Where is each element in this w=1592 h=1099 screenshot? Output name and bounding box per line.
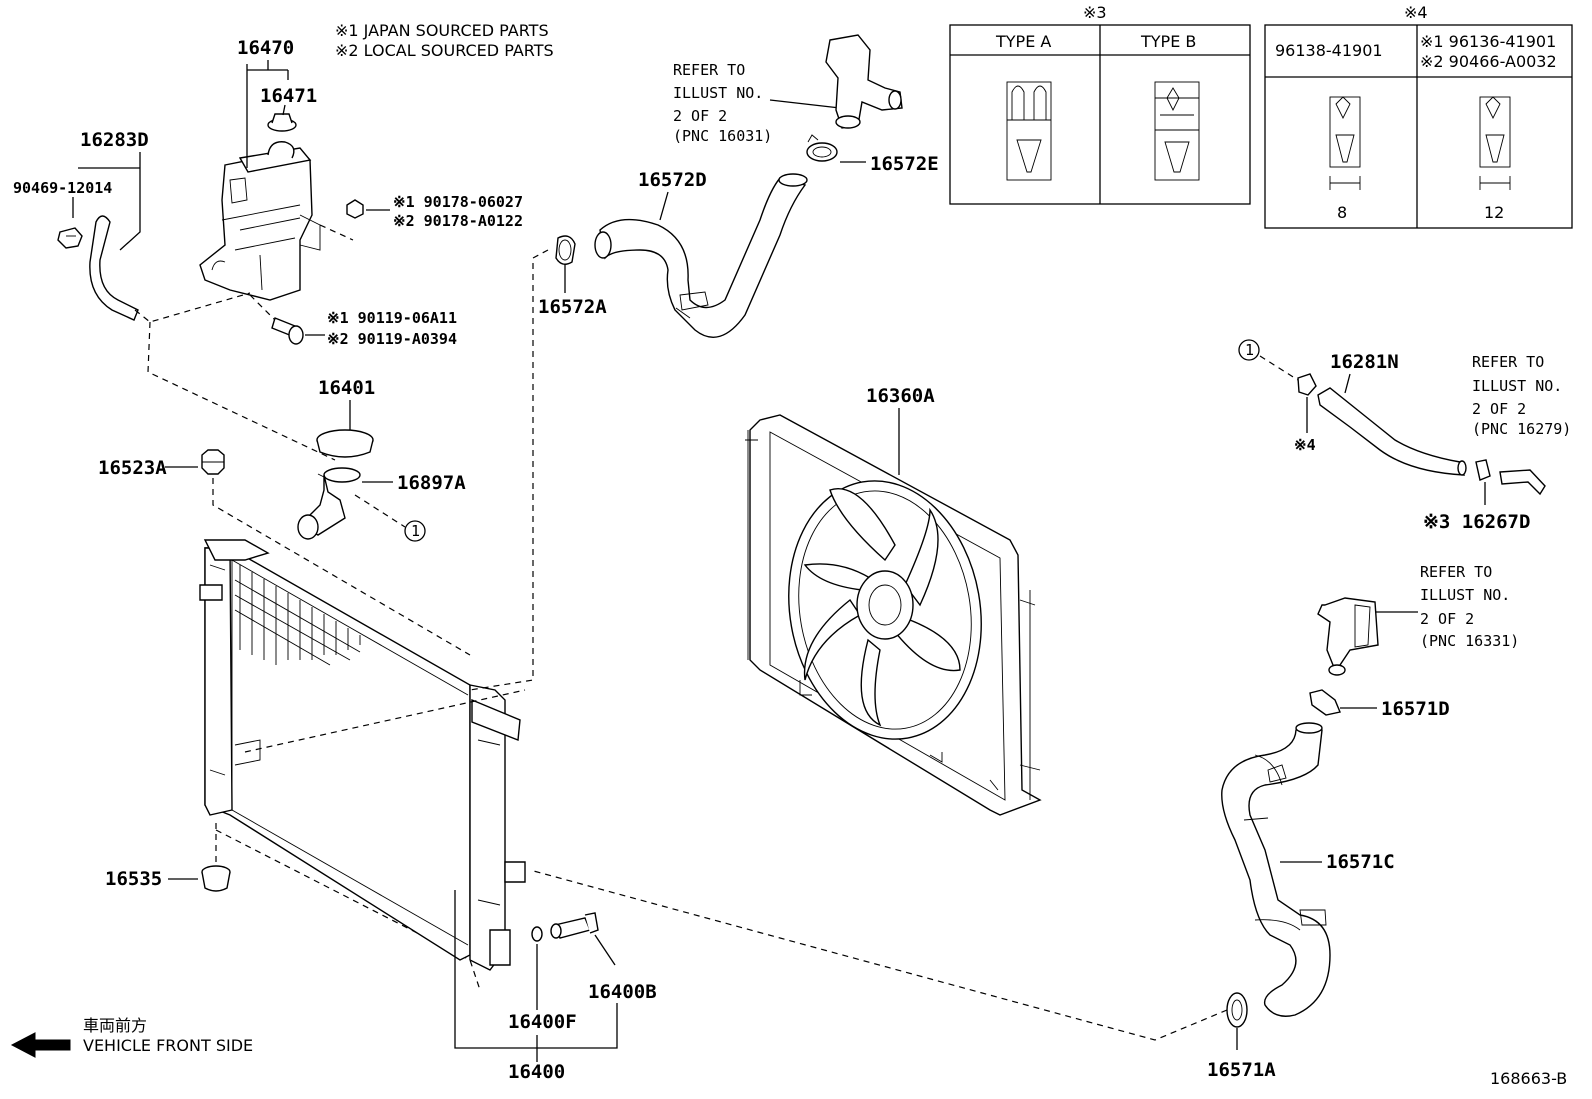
table4-right-part-number-2: ※2 90466-A0032 xyxy=(1420,52,1557,71)
nut-90178[interactable] xyxy=(346,199,364,219)
refer2-line1: REFER TO xyxy=(1472,353,1544,371)
label-90178-jp: ※1 90178-06027 xyxy=(393,193,523,211)
label-16400B: 16400B xyxy=(588,981,657,1003)
circle-ref-1-right xyxy=(1238,339,1260,361)
refer1-line1: REFER TO xyxy=(673,61,745,79)
refer3-line2: ILLUST NO. xyxy=(1420,586,1510,604)
note-japan-sourced: ※1 JAPAN SOURCED PARTS xyxy=(335,21,549,40)
label-16283D: 16283D xyxy=(80,129,149,151)
table4-size-12: 12 xyxy=(1484,203,1504,222)
label-16572A: 16572A xyxy=(538,296,607,318)
table4-size-8: 8 xyxy=(1337,203,1347,222)
hose-clamp-16572E[interactable] xyxy=(806,134,838,162)
clip-90469[interactable] xyxy=(57,227,83,249)
label-16523A: 16523A xyxy=(98,457,167,479)
filler-neck-16897A[interactable] xyxy=(297,467,361,540)
refer3-line1: REFER TO xyxy=(1420,563,1492,581)
label-16400: 16400 xyxy=(508,1061,565,1083)
hose-clamp-16571D[interactable] xyxy=(1309,689,1341,716)
hose-clamp-16572A[interactable] xyxy=(555,235,576,265)
water-outlet-16031[interactable] xyxy=(825,34,903,129)
label-16572D: 16572D xyxy=(638,169,707,191)
diagram-id: 168663-B xyxy=(1490,1069,1567,1088)
label-16470: 16470 xyxy=(237,37,294,59)
circle-ref-1-left xyxy=(404,520,426,542)
clamp-12-drawing xyxy=(1479,96,1511,190)
label-16360A: 16360A xyxy=(866,385,935,407)
pipe-16279[interactable] xyxy=(1499,469,1546,496)
bolt-90119[interactable] xyxy=(271,317,304,345)
type-a-clip-drawing xyxy=(1006,81,1052,181)
label-90119-local: ※2 90119-A0394 xyxy=(327,330,457,348)
refer3-line3: 2 OF 2 xyxy=(1420,610,1474,628)
label-16281N: 16281N xyxy=(1330,351,1399,373)
mount-cushion-16523A[interactable] xyxy=(201,449,225,475)
label-16471: 16471 xyxy=(260,85,317,107)
clamp-8-drawing xyxy=(1329,96,1361,190)
label-16535: 16535 xyxy=(105,868,162,890)
hose-16281N[interactable] xyxy=(1317,387,1467,476)
table3-mark: ※3 xyxy=(1083,3,1107,22)
label-mark4: ※4 xyxy=(1294,436,1316,454)
label-16401: 16401 xyxy=(318,377,375,399)
note-local-sourced: ※2 LOCAL SOURCED PARTS xyxy=(335,41,554,60)
refer1-line2: ILLUST NO. xyxy=(673,84,763,102)
radiator-core[interactable] xyxy=(199,539,526,971)
front-label-jp: 車両前方 xyxy=(83,1016,147,1035)
refer1-line4: (PNC 16031) xyxy=(673,127,772,145)
circle-ref-1-right-label: 1 xyxy=(1245,341,1254,359)
label-16571C: 16571C xyxy=(1326,851,1395,873)
drain-cock-16400B[interactable] xyxy=(550,912,599,939)
label-16571A: 16571A xyxy=(1207,1059,1276,1081)
clamp-size-table: ※4 96138-41901 ※1 96136-41901 ※2 90466-A… xyxy=(1264,3,1573,229)
refer2-line2: ILLUST NO. xyxy=(1472,377,1562,395)
type-a-label: TYPE A xyxy=(995,32,1051,51)
hose-16283D[interactable] xyxy=(89,215,139,321)
label-16400F: 16400F xyxy=(508,1011,577,1033)
clip-type-table: ※3 TYPE A TYPE B xyxy=(949,3,1251,205)
label-16897A: 16897A xyxy=(397,472,466,494)
clamp-16281N-left[interactable] xyxy=(1297,373,1317,396)
label-90469-12014: 90469-12014 xyxy=(13,179,112,197)
refer1-line3: 2 OF 2 xyxy=(673,107,727,125)
refer2-line4: (PNC 16279) xyxy=(1472,420,1571,438)
refer2-line3: 2 OF 2 xyxy=(1472,400,1526,418)
lower-cushion-16535[interactable] xyxy=(201,865,231,892)
label-16267D: ※3 16267D xyxy=(1423,511,1530,533)
label-90119-jp: ※1 90119-06A11 xyxy=(327,309,457,327)
table4-right-part-number-1: ※1 96136-41901 xyxy=(1420,32,1556,51)
hose-clamp-16571A[interactable] xyxy=(1226,992,1248,1028)
front-arrow-icon xyxy=(10,1032,71,1058)
reservoir-cap[interactable] xyxy=(267,113,297,132)
water-inlet-16331[interactable] xyxy=(1317,597,1379,676)
front-label-en: VEHICLE FRONT SIDE xyxy=(83,1036,253,1055)
label-16571D: 16571D xyxy=(1381,698,1450,720)
type-b-label: TYPE B xyxy=(1140,32,1196,51)
label-90178-local: ※2 90178-A0122 xyxy=(393,212,523,230)
label-16572E: 16572E xyxy=(870,153,939,175)
reservoir-tank[interactable] xyxy=(199,141,321,301)
clip-16267D[interactable] xyxy=(1475,459,1491,481)
lower-radiator-hose-16571C[interactable] xyxy=(1221,722,1331,1017)
upper-radiator-hose-16572D[interactable] xyxy=(594,173,808,338)
refer3-line4: (PNC 16331) xyxy=(1420,632,1519,650)
drain-plug-o-ring-16400F[interactable] xyxy=(531,926,543,942)
circle-ref-1-left-label: 1 xyxy=(411,522,420,540)
table4-left-part-number: 96138-41901 xyxy=(1275,41,1383,60)
type-b-clip-drawing xyxy=(1154,81,1200,181)
table4-mark: ※4 xyxy=(1404,3,1428,22)
cooling-fan-blades[interactable] xyxy=(803,488,961,727)
radiator-cap-16401[interactable] xyxy=(316,429,374,458)
